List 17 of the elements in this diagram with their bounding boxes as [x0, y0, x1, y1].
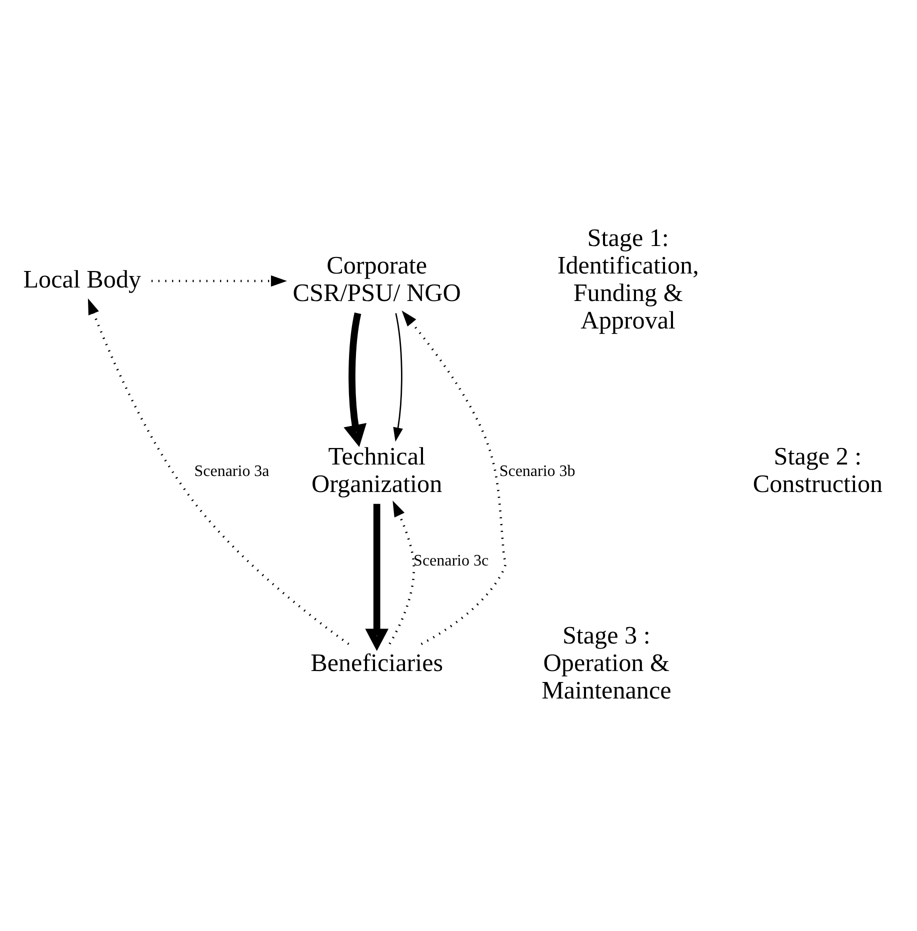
label: Stage 2 : Construction	[752, 442, 883, 498]
label: Stage 3 : Operation & Maintenance	[542, 622, 672, 704]
arrow	[365, 503, 388, 651]
arrow	[393, 312, 403, 442]
edge-label: Scenario 3a	[194, 462, 270, 480]
node-text: Corporate CSR/PSU/ NGO	[292, 252, 461, 307]
arrow	[402, 310, 506, 645]
edge-label: Scenario 3b	[499, 462, 576, 480]
arrow	[388, 500, 415, 644]
arrow	[152, 274, 287, 286]
arrow	[88, 298, 350, 645]
node-text: Technical Organization	[312, 442, 442, 498]
arrow	[344, 312, 367, 446]
label: Stage 1: Identification, Funding & Approval	[557, 224, 699, 334]
node-text: Beneficiaries	[310, 650, 444, 677]
edge-label: Scenario 3c	[414, 552, 489, 570]
node-text: Local Body	[23, 266, 142, 293]
